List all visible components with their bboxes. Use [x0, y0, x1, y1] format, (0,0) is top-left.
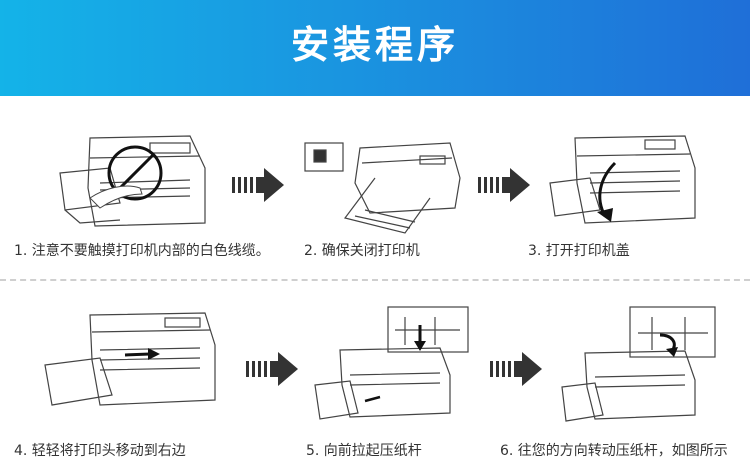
step-6-caption: 6. 往您的方向转动压纸杆，如图所示: [500, 443, 728, 459]
header-banner: 安装程序: [0, 0, 750, 96]
step-6: [560, 305, 725, 425]
step-3: [545, 128, 710, 238]
printer-move-head-icon: [44, 312, 216, 406]
printer-pull-lever-icon: [314, 306, 469, 420]
step-4: [40, 310, 220, 420]
arrow-right-icon: [232, 168, 284, 202]
step-4-caption: 4. 轻轻将打印头移动到右边: [14, 443, 186, 459]
arrow-right-icon: [478, 168, 530, 202]
arrow-right-icon: [490, 352, 542, 386]
step-1: [50, 128, 215, 238]
step-2: [300, 128, 465, 238]
printer-no-touch-icon: [59, 135, 206, 227]
step-3-caption: 3. 打开打印机盖: [528, 243, 630, 259]
step-2-caption: 2. 确保关闭打印机: [304, 243, 420, 259]
printer-open-cover-icon: [549, 135, 696, 224]
printer-power-off-icon: [304, 142, 461, 234]
arrow-right-icon: [246, 352, 298, 386]
page-title: 安装程序: [290, 23, 459, 67]
step-5: [310, 305, 475, 425]
row-divider: [0, 279, 750, 281]
step-5-caption: 5. 向前拉起压纸杆: [306, 443, 422, 459]
printer-rotate-lever-icon: [561, 306, 716, 422]
step-1-caption: 1. 注意不要触摸打印机内部的白色线缆。: [14, 243, 270, 259]
